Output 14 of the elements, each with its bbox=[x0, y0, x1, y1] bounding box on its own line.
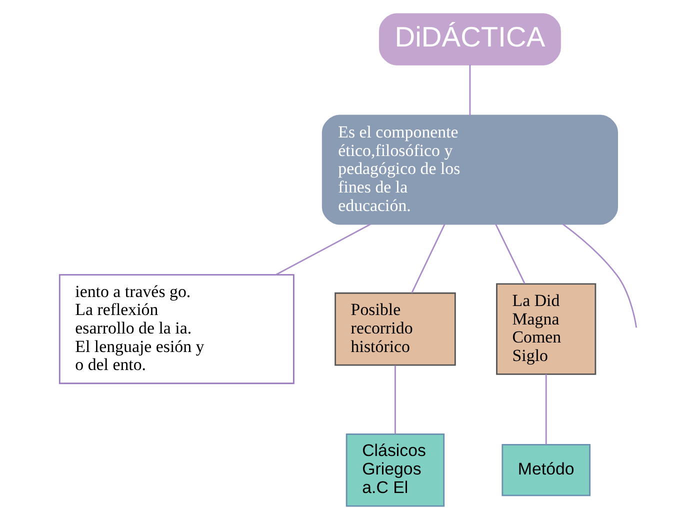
connector bbox=[469, 64, 471, 116]
node-box: DiDÁCTICA bbox=[379, 13, 561, 66]
node-box: Es el componente ético,filosófico y pedagógico de los fines de la educación. bbox=[322, 114, 618, 225]
connector bbox=[562, 224, 638, 328]
connector bbox=[394, 365, 396, 434]
node-box: Metódo bbox=[502, 444, 591, 496]
node-box: La Did Magna Comen Siglo bbox=[496, 283, 596, 375]
connector bbox=[495, 224, 526, 284]
connector bbox=[545, 374, 547, 445]
connector bbox=[411, 224, 446, 294]
connector bbox=[276, 224, 371, 276]
node-box: Clásicos Griegos a.C El bbox=[346, 433, 445, 507]
node-box: Posible recorrido histórico bbox=[334, 292, 456, 366]
node-box: iento a través go. La reflexión esarrollo de la ia. El lenguaje esión y o del ento. bbox=[58, 274, 294, 384]
